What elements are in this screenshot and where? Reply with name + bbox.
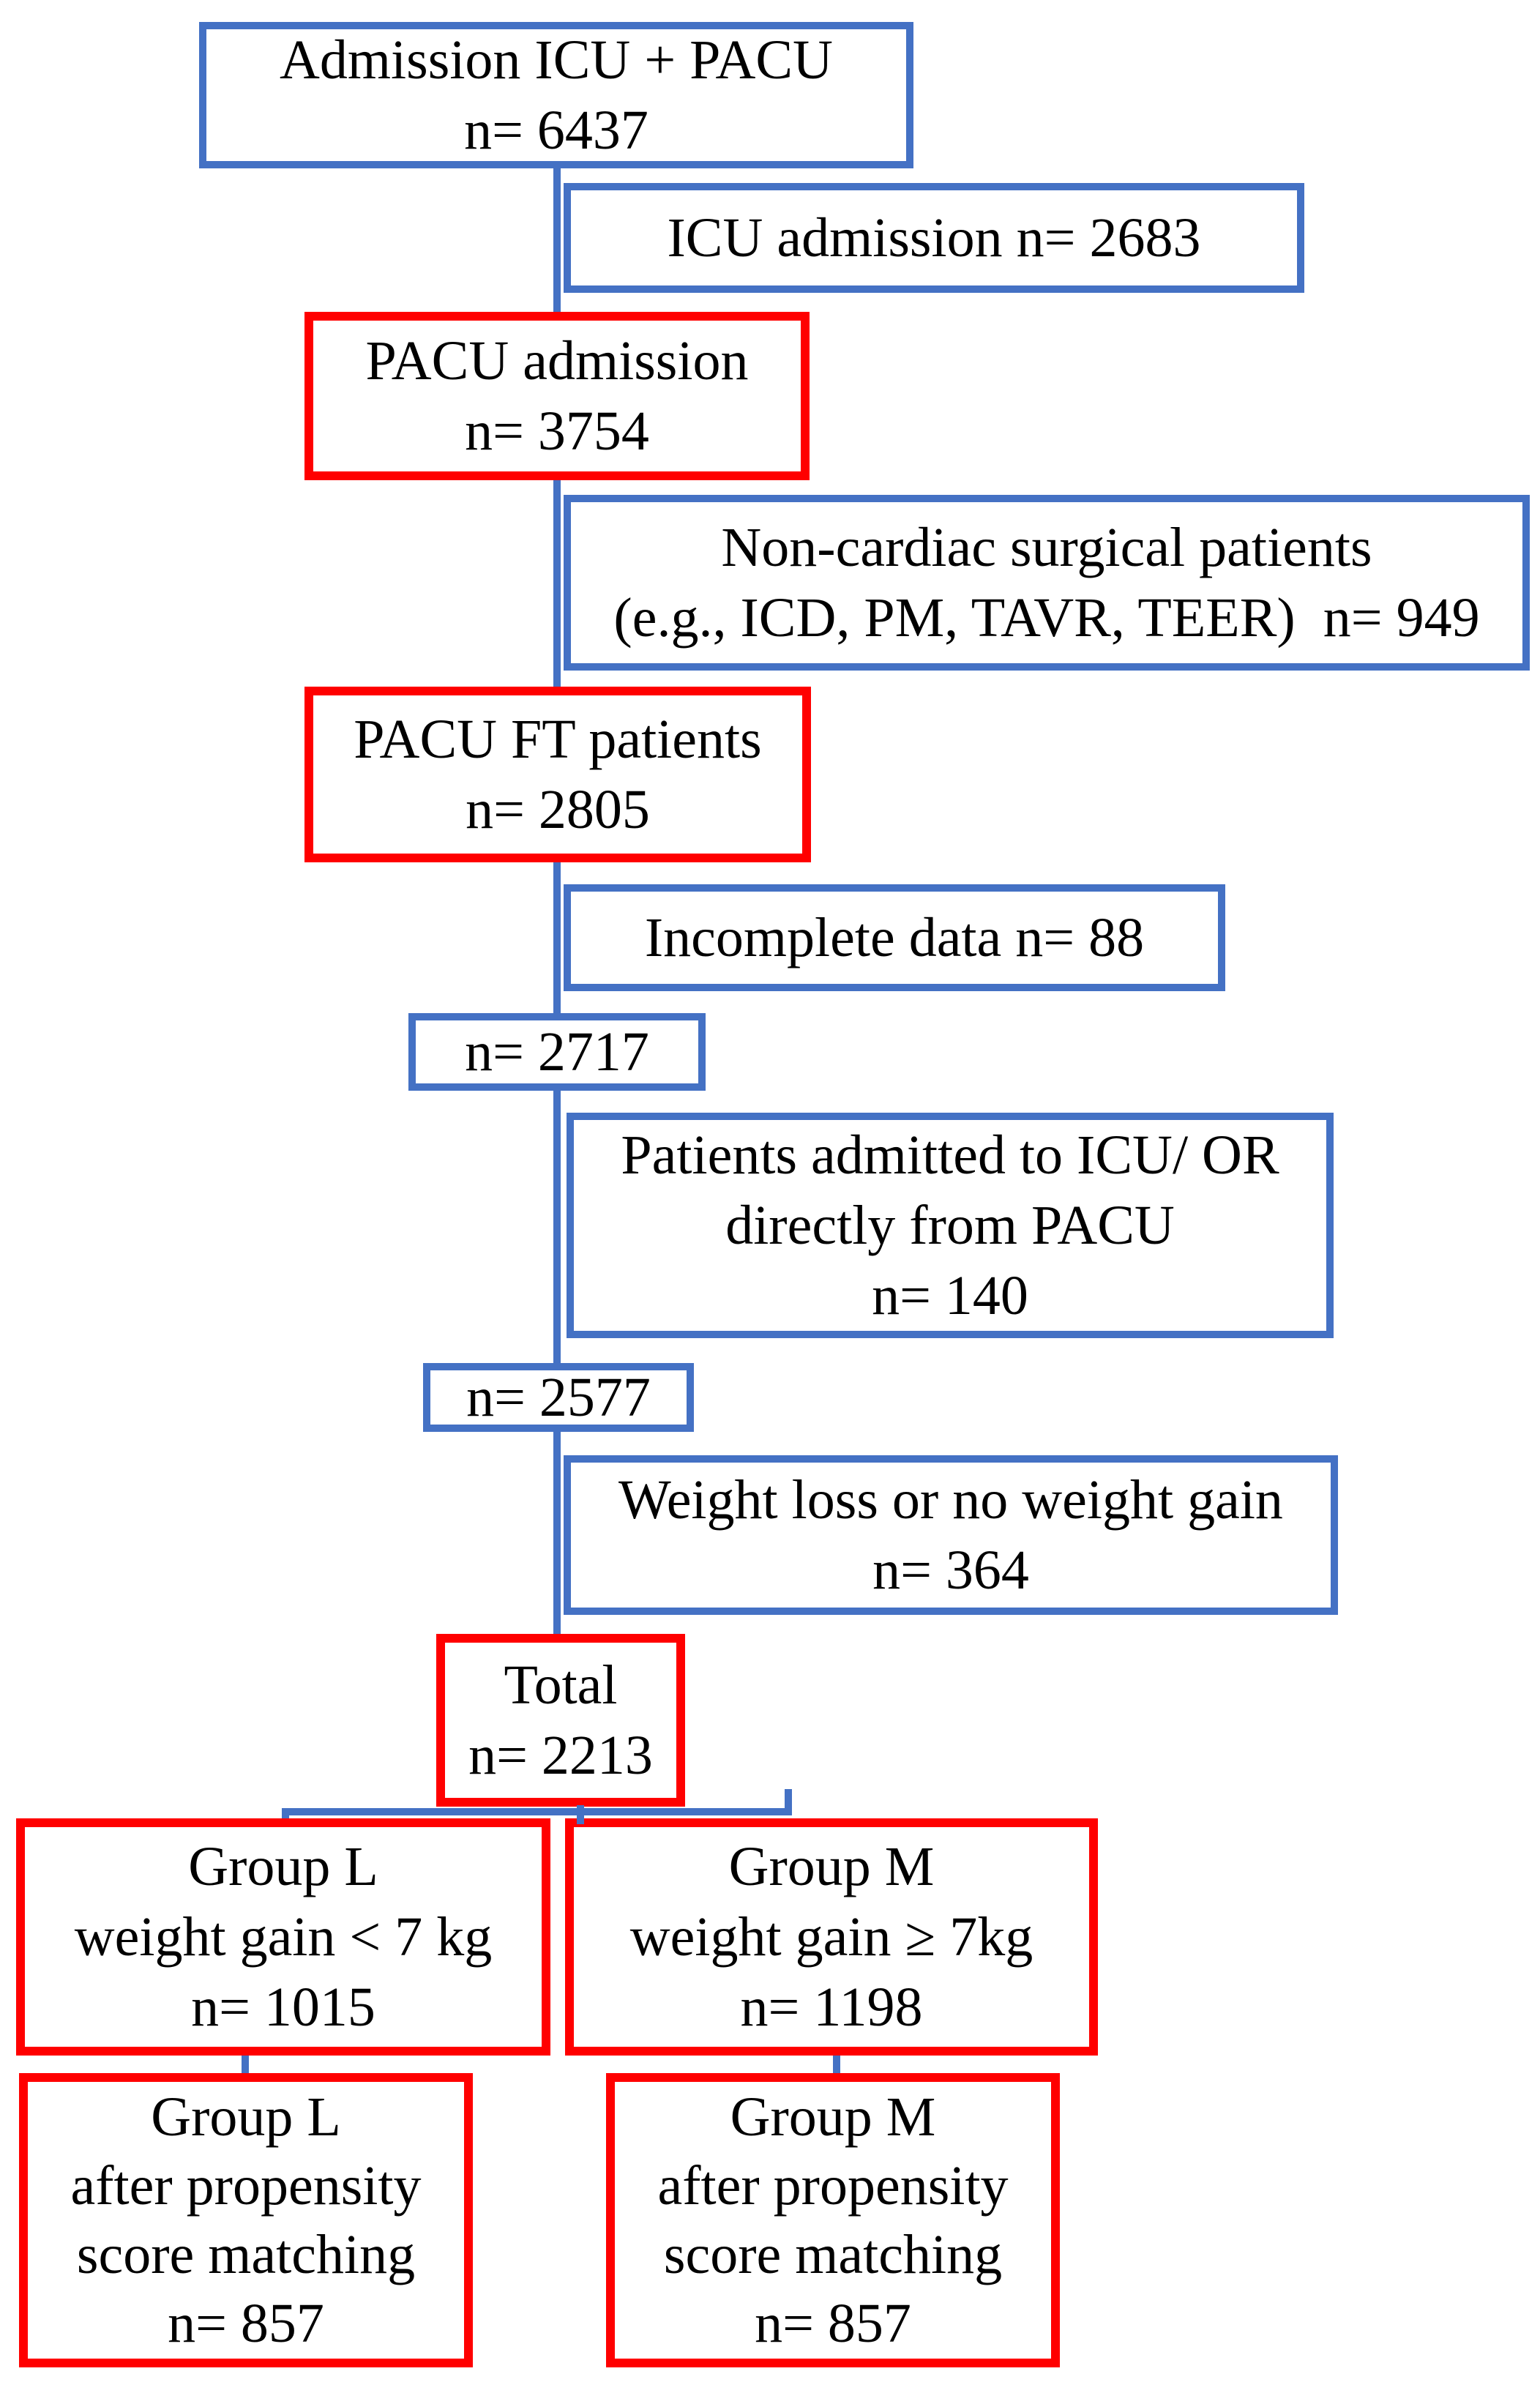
box-line: weight gain ≥ 7kg — [629, 1906, 1033, 1968]
box-line: score matching — [76, 2224, 416, 2285]
box-line: n= 140 — [872, 1265, 1028, 1326]
box-line: n= 857 — [168, 2293, 324, 2354]
box-line: score matching — [663, 2224, 1003, 2285]
connector-branch-center-tick — [577, 1805, 584, 1824]
box-line: n= 2577 — [466, 1367, 651, 1428]
box-line: PACU FT patients — [354, 709, 762, 770]
box-line: n= 2805 — [466, 779, 650, 840]
box-non-cardiac-excluded: Non-cardiac surgical patients (e.g., ICD… — [564, 495, 1530, 671]
box-line: after propensity — [70, 2155, 422, 2217]
box-line: n= 857 — [755, 2293, 911, 2354]
connector-main-spine — [553, 163, 561, 1635]
box-group-l-after-psm: Group L after propensity score matching … — [19, 2073, 473, 2367]
connector-group-l-psm-stub — [242, 2053, 249, 2076]
box-group-m: Group M weight gain ≥ 7kg n= 1198 — [565, 1818, 1098, 2056]
connector-branch-right-tick — [785, 1789, 792, 1808]
box-line: n= 6437 — [464, 100, 648, 161]
box-total: Total n= 2213 — [436, 1634, 685, 1807]
box-line: after propensity — [657, 2155, 1009, 2217]
box-pacu-admission: PACU admission n= 3754 — [304, 312, 810, 480]
box-line: Patients admitted to ICU/ OR — [621, 1124, 1279, 1186]
box-pacu-ft-patients: PACU FT patients n= 2805 — [304, 687, 811, 862]
box-line: n= 3754 — [465, 400, 649, 462]
box-line: ICU admission n= 2683 — [667, 207, 1201, 269]
connector-group-m-psm-stub — [833, 2053, 840, 2076]
box-line: n= 1198 — [740, 1976, 923, 2038]
box-line: Total — [504, 1654, 618, 1716]
box-icu-or-from-pacu-excluded: Patients admitted to ICU/ OR directly fr… — [567, 1113, 1334, 1338]
box-line: n= 2213 — [468, 1725, 653, 1786]
box-admission-icu-pacu: Admission ICU + PACU n= 6437 — [199, 22, 913, 168]
box-line: n= 364 — [872, 1539, 1029, 1601]
box-line: Group L — [151, 2086, 341, 2148]
box-line: Group M — [728, 1836, 935, 1897]
box-n-2717: n= 2717 — [408, 1013, 706, 1091]
box-group-l: Group L weight gain < 7 kg n= 1015 — [16, 1818, 550, 2056]
box-weight-loss-excluded: Weight loss or no weight gain n= 364 — [564, 1455, 1338, 1615]
box-line: Group M — [730, 2086, 936, 2148]
box-line: Group L — [188, 1836, 378, 1897]
box-line: weight gain < 7 kg — [74, 1906, 493, 1968]
connector-total-branch-bar — [282, 1808, 792, 1815]
box-line: Weight loss or no weight gain — [618, 1469, 1283, 1531]
box-incomplete-data-excluded: Incomplete data n= 88 — [564, 884, 1225, 991]
box-line: n= 2717 — [465, 1021, 649, 1083]
box-line: directly from PACU — [725, 1195, 1175, 1256]
box-line: n= 1015 — [191, 1976, 375, 2038]
box-line: (e.g., ICD, PM, TAVR, TEER) n= 949 — [613, 587, 1480, 649]
box-line: Non-cardiac surgical patients — [721, 517, 1372, 578]
box-n-2577: n= 2577 — [423, 1363, 694, 1432]
box-line: PACU admission — [365, 330, 749, 392]
box-line: Incomplete data n= 88 — [644, 907, 1145, 968]
box-group-m-after-psm: Group M after propensity score matching … — [606, 2073, 1060, 2367]
box-line: Admission ICU + PACU — [280, 29, 833, 91]
box-icu-admission: ICU admission n= 2683 — [564, 183, 1304, 293]
